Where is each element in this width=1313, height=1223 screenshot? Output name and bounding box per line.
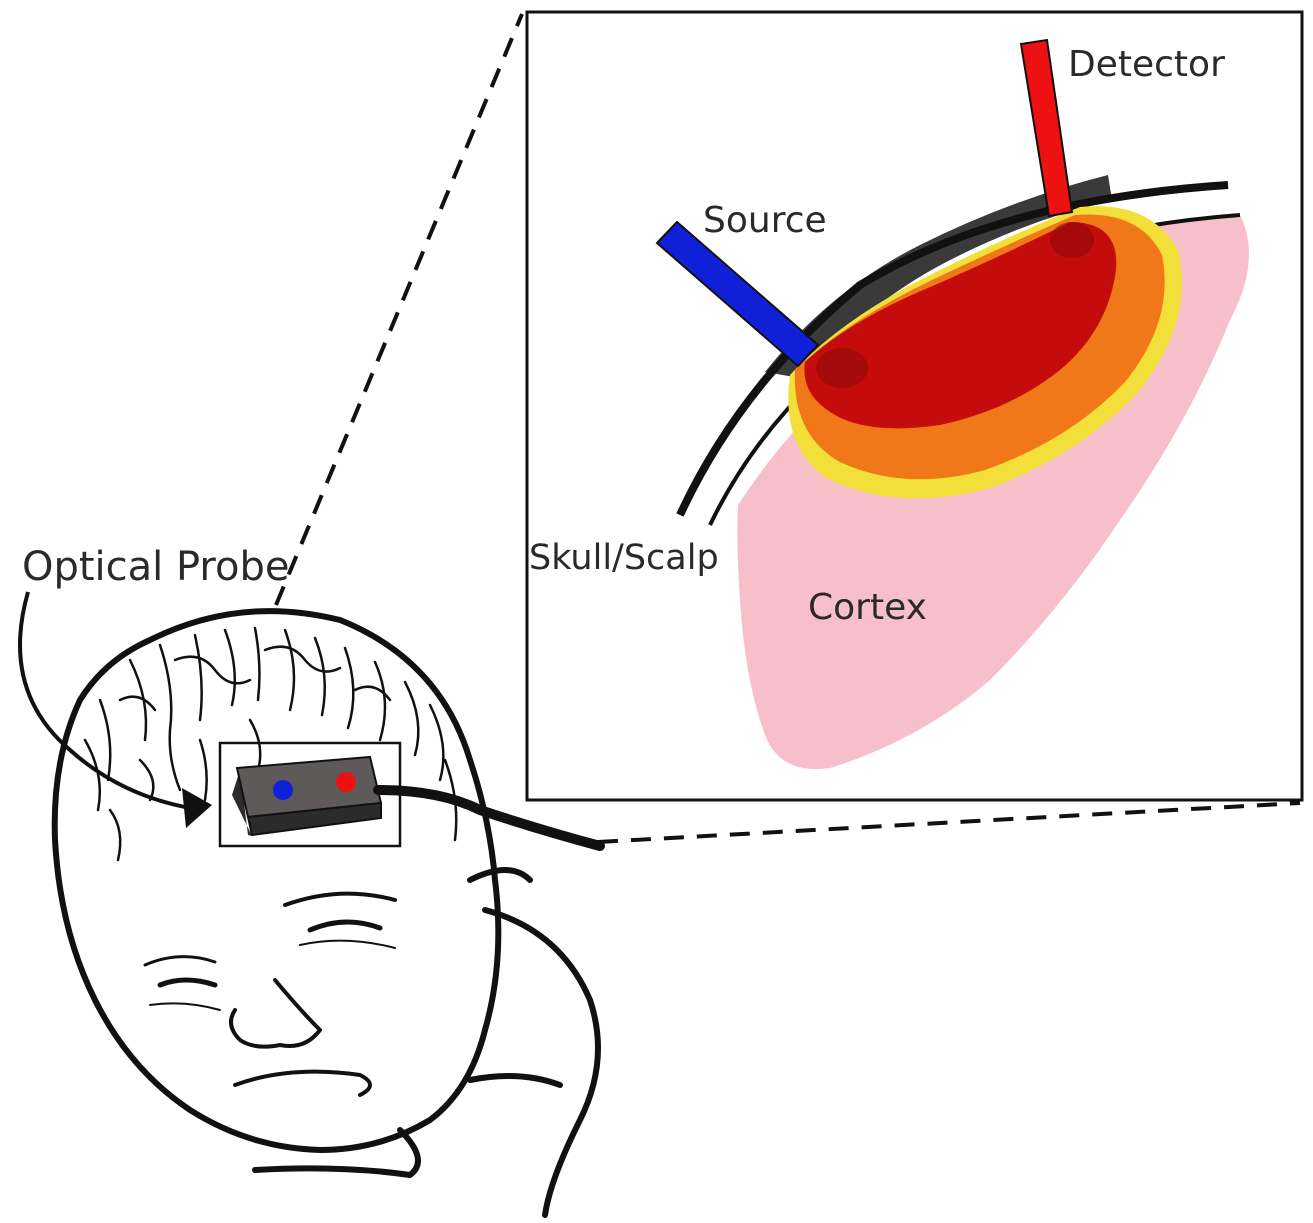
infant-illustration [55,611,598,1215]
nose [231,980,320,1047]
skull-scalp-label: Skull/Scalp [529,538,719,578]
mouth [235,1072,370,1095]
left-eyebrow [145,957,215,965]
probe-source-dot [273,780,293,800]
head-outline [55,611,499,1150]
source-hotspot [816,348,868,388]
zoom-line-top [276,14,522,605]
right-eyebrow [285,894,395,905]
source-label: Source [703,200,827,241]
probe-detector-dot [336,772,356,792]
optical-probe-arrow [20,592,190,808]
detector-hotspot [1050,222,1094,258]
optical-probe-arrowhead [182,788,212,828]
ear-line [470,870,530,880]
zoom-line-bottom [598,803,1300,842]
shoulder-lines [485,910,598,1215]
inset-panel: Source Detector Skull/Scalp Cortex [527,12,1302,800]
right-eye-lid [300,941,395,948]
optical-probe-label: Optical Probe [22,544,289,590]
right-eye [310,922,380,930]
left-eye [160,980,215,985]
collar-line [470,1076,560,1085]
detector-label: Detector [1068,44,1225,85]
cortex-label: Cortex [808,587,927,628]
left-eye-lid [150,1003,220,1010]
